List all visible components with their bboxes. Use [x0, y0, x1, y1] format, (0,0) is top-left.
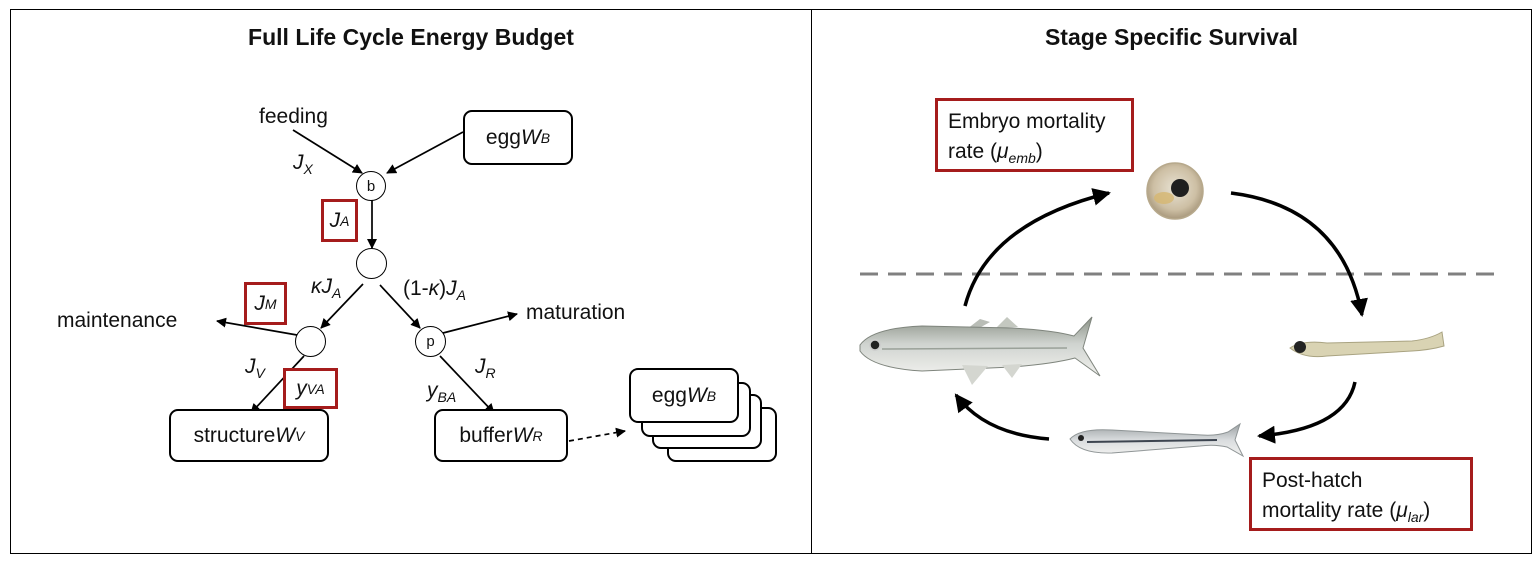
posthatch-mortality-label: Post-hatch mortality rate (μlar)	[1249, 457, 1473, 531]
feeding-arrow	[292, 129, 363, 174]
yba-label: yBA	[427, 379, 457, 405]
cycle-arrow-adult-to-embryo	[963, 188, 1111, 307]
survival-panel: Stage Specific Survival	[811, 9, 1532, 554]
kappa-arrow	[320, 283, 364, 329]
node-p: p	[415, 326, 446, 357]
buffer-to-eggs-arrow	[568, 427, 626, 442]
energy-budget-arrows	[216, 129, 626, 442]
feeding-label: feeding	[259, 105, 328, 128]
panel-title: Stage Specific Survival	[1044, 24, 1299, 50]
node-kappa-split	[356, 248, 387, 279]
maintenance-label: maintenance	[57, 309, 178, 332]
jr-label: JR	[475, 355, 496, 381]
cycle-arrow-juvenile-to-adult	[954, 393, 1050, 441]
cycle-arrow-embryo-to-larva	[1230, 191, 1368, 317]
jr-arrow	[439, 355, 495, 414]
adult-fish-image	[859, 316, 1101, 385]
maintenance-arrow	[216, 317, 298, 336]
life-cycle-graphics	[859, 162, 1497, 458]
larva-image	[1289, 331, 1445, 358]
kappa-ja-label: κJA	[311, 275, 342, 301]
cycle-arrow-larva-to-juvenile	[1257, 381, 1357, 444]
one-minus-kappa-arrow	[379, 284, 421, 329]
jx-label: JX	[293, 151, 313, 177]
node-somatic	[295, 326, 326, 357]
embryo-mortality-label: Embryo mortality rate (μemb)	[935, 98, 1134, 172]
panel-title: Full Life Cycle Energy Budget	[248, 24, 574, 50]
juvenile-fish-image	[1069, 422, 1245, 458]
embryo-egg-image	[1146, 162, 1204, 220]
egg-to-b-arrow	[386, 131, 464, 174]
jv-label: JV	[245, 355, 265, 381]
maturation-label: maturation	[526, 301, 626, 324]
jv-arrow	[250, 355, 305, 414]
node-b: b	[356, 171, 386, 201]
stack-egg-text: egg	[651, 383, 687, 407]
one-minus-kappa-ja-label: (1-κ)JA	[403, 277, 467, 303]
maturation-arrow	[442, 311, 518, 334]
